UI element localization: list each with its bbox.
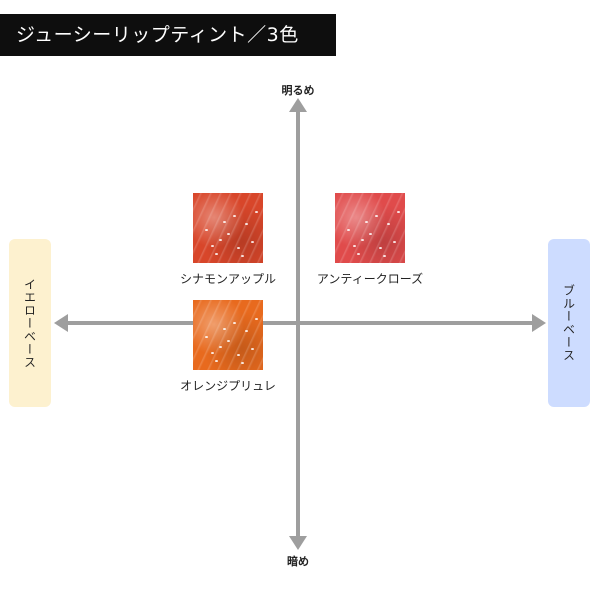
gloss-highlight [227, 233, 230, 235]
gloss-highlight [369, 233, 372, 235]
gloss-highlight [233, 215, 236, 217]
axis-label-top: 明るめ [281, 84, 315, 97]
gloss-highlight [379, 247, 382, 249]
gloss-highlight [237, 354, 240, 356]
arrow-down-icon [289, 536, 307, 550]
gloss-highlight [205, 336, 208, 338]
shade-label-cinnamon-apple: シナモンアップル [179, 272, 277, 286]
gloss-highlight [383, 255, 386, 257]
yellow-base-label: イエローベース [22, 277, 37, 369]
swatch-orange-brulee [193, 300, 263, 370]
gloss-highlight [361, 239, 364, 241]
swatch-cinnamon-apple [193, 193, 263, 263]
gloss-highlight [237, 247, 240, 249]
gloss-highlight [211, 352, 214, 354]
gloss-highlight [255, 318, 258, 320]
gloss-highlight [215, 360, 218, 362]
shade-label-antique-rose: アンティークローズ [316, 272, 424, 286]
gloss-highlight [251, 241, 254, 243]
gloss-highlight [227, 340, 230, 342]
gloss-highlight [375, 215, 378, 217]
gloss-highlight [223, 221, 226, 223]
blue-base-panel: ブルーベース [548, 239, 590, 407]
gloss-highlight [357, 253, 360, 255]
axis-label-bottom: 暗め [287, 555, 309, 568]
gloss-highlight [397, 211, 400, 213]
yellow-base-panel: イエローベース [9, 239, 51, 407]
gloss-highlight [387, 223, 390, 225]
gloss-highlight [223, 328, 226, 330]
gloss-highlight [393, 241, 396, 243]
shade-label-orange-brulee: オレンジプリュレ [180, 379, 276, 393]
arrow-left-icon [54, 314, 68, 332]
gloss-highlight [211, 245, 214, 247]
gloss-highlight [233, 322, 236, 324]
gloss-highlight [347, 229, 350, 231]
gloss-highlight [365, 221, 368, 223]
gloss-highlight [219, 239, 222, 241]
gloss-highlight [219, 346, 222, 348]
arrow-up-icon [289, 98, 307, 112]
gloss-highlight [245, 330, 248, 332]
gloss-highlight [205, 229, 208, 231]
gloss-highlight [255, 211, 258, 213]
gloss-highlight [215, 253, 218, 255]
blue-base-label: ブルーベース [561, 284, 576, 362]
page-title: ジューシーリップティント／3色 [0, 14, 336, 56]
arrow-right-icon [532, 314, 546, 332]
gloss-highlight [241, 362, 244, 364]
gloss-highlight [245, 223, 248, 225]
swatch-antique-rose [335, 193, 405, 263]
gloss-highlight [241, 255, 244, 257]
gloss-highlight [353, 245, 356, 247]
gloss-highlight [251, 348, 254, 350]
